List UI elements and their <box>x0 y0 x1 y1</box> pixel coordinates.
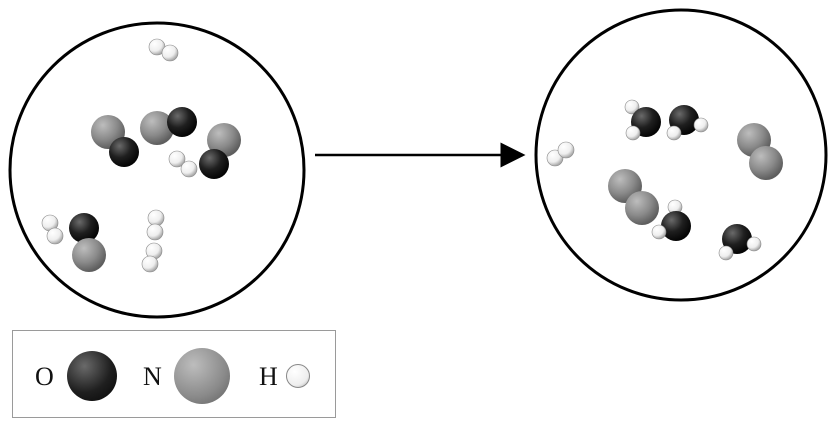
o-atom <box>167 107 197 137</box>
legend-h-icon <box>286 364 310 388</box>
o-atom <box>661 211 691 241</box>
o-atom <box>722 224 752 254</box>
n-atom <box>72 238 106 272</box>
n-atom <box>625 191 659 225</box>
n-atom <box>207 123 241 157</box>
product-circle <box>534 8 828 302</box>
reactant-molecule-no-lower <box>69 213 106 272</box>
reactant-molecule-no-middle <box>140 107 197 145</box>
h-atom <box>147 209 165 227</box>
h-atom <box>161 44 179 62</box>
legend-label-n: N <box>143 362 162 391</box>
h-atom <box>46 227 64 245</box>
o-atom <box>199 149 229 179</box>
legend-label-h: H <box>259 362 278 391</box>
o-atom <box>109 137 139 167</box>
o-atom <box>69 213 99 243</box>
reactant-molecule-h2-top <box>148 38 179 62</box>
product-molecule-h2o-1 <box>624 99 661 141</box>
h-atom <box>651 224 667 240</box>
h-atom <box>624 99 640 115</box>
product-molecule-h2o-2 <box>666 105 709 141</box>
reactant-molecule-h2-lower-2 <box>141 242 163 273</box>
reactant-molecule-no-right <box>199 123 241 179</box>
h-atom <box>625 125 641 141</box>
h-atom <box>693 117 709 133</box>
reactant-molecule-h2-center <box>168 150 198 178</box>
h-atom <box>718 245 734 261</box>
h-atom <box>557 141 575 159</box>
product-molecule-n2-right <box>737 123 783 180</box>
h-atom <box>146 223 164 241</box>
n-atom <box>140 111 174 145</box>
product-container <box>534 8 828 302</box>
n-atom <box>749 146 783 180</box>
legend-o-icon <box>67 351 117 401</box>
h-atom <box>746 236 762 252</box>
h-atom <box>666 125 682 141</box>
h-atom <box>180 160 198 178</box>
h-atom <box>168 150 186 168</box>
legend: O N H <box>12 330 336 418</box>
product-molecule-h2 <box>546 141 575 167</box>
reactant-molecule-h2-lower-left <box>41 214 64 245</box>
reactant-molecule-no-left <box>91 115 139 167</box>
h-atom <box>141 255 159 273</box>
reactant-container <box>8 21 306 319</box>
legend-label-o: O <box>35 362 54 391</box>
product-molecule-h2o-4 <box>718 224 762 261</box>
reactant-molecule-h2-lower-1 <box>146 209 165 241</box>
reactant-circle <box>8 21 306 319</box>
legend-n-icon <box>174 348 230 404</box>
product-molecule-n2-left <box>608 169 659 225</box>
product-molecule-h2o-3 <box>651 199 691 241</box>
